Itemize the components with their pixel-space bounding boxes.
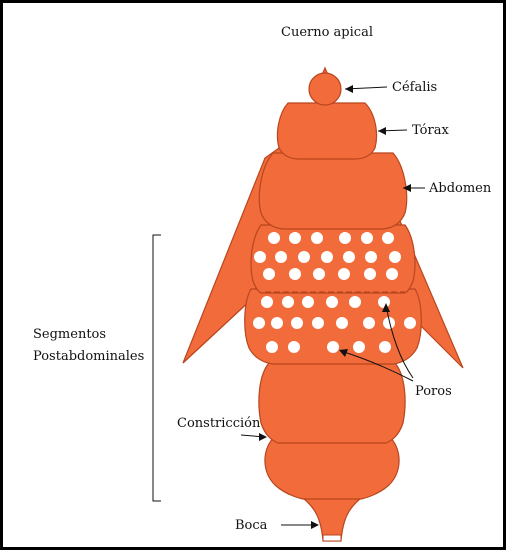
- pore: [298, 251, 310, 263]
- mouth-label: Boca: [235, 518, 268, 533]
- constriction-segment: [259, 361, 405, 443]
- pore: [363, 317, 375, 329]
- pore: [389, 251, 401, 263]
- pore: [326, 296, 338, 308]
- pore: [313, 268, 325, 280]
- pore: [302, 296, 314, 308]
- pore: [353, 341, 365, 353]
- thorax-label: Tórax: [412, 123, 449, 138]
- pore: [338, 268, 350, 280]
- cephalis-label: Céfalis: [392, 80, 437, 95]
- pore: [339, 232, 351, 244]
- thorax-arrowhead: [378, 127, 386, 135]
- pore: [311, 232, 323, 244]
- pore: [271, 317, 283, 329]
- cephalis: [309, 73, 341, 105]
- pore: [378, 296, 390, 308]
- postabdominal-bracket: [153, 235, 161, 501]
- pore: [365, 251, 377, 263]
- pore: [263, 268, 275, 280]
- radiolarian-diagram: Cuerno apical Céfalis Tórax Abdomen Segm…: [3, 3, 506, 553]
- pore: [261, 296, 273, 308]
- pore: [275, 251, 287, 263]
- constriction-arrowhead: [259, 433, 267, 441]
- pore: [361, 232, 373, 244]
- apical-horn-label: Cuerno apical: [281, 25, 373, 40]
- pore: [321, 251, 333, 263]
- mouth-arrowhead: [311, 521, 319, 529]
- pore: [382, 232, 394, 244]
- abdomen: [259, 153, 406, 229]
- pore: [312, 317, 324, 329]
- pore: [386, 268, 398, 280]
- pore: [327, 341, 339, 353]
- pore: [253, 317, 265, 329]
- constriction-label: Constricción: [177, 416, 261, 431]
- pore: [349, 296, 361, 308]
- cephalis-arrowhead: [345, 85, 353, 93]
- pore: [336, 317, 348, 329]
- thorax: [277, 103, 376, 159]
- pore: [254, 251, 266, 263]
- abdomen-label: Abdomen: [428, 181, 492, 196]
- postabdominal-label-line1: Segmentos: [33, 327, 106, 342]
- pore: [404, 317, 416, 329]
- pores-label: Poros: [415, 384, 452, 399]
- pore: [268, 232, 280, 244]
- pore: [379, 341, 391, 353]
- pore: [364, 268, 376, 280]
- pore: [289, 232, 301, 244]
- pore: [343, 251, 355, 263]
- bottom-segment: [265, 438, 399, 499]
- pore: [266, 341, 278, 353]
- pore: [288, 341, 300, 353]
- mouth-opening: [323, 535, 341, 541]
- pore: [282, 296, 294, 308]
- postabdominal-label-line2: Postabdominales: [33, 349, 144, 364]
- pore: [291, 317, 303, 329]
- pore: [289, 268, 301, 280]
